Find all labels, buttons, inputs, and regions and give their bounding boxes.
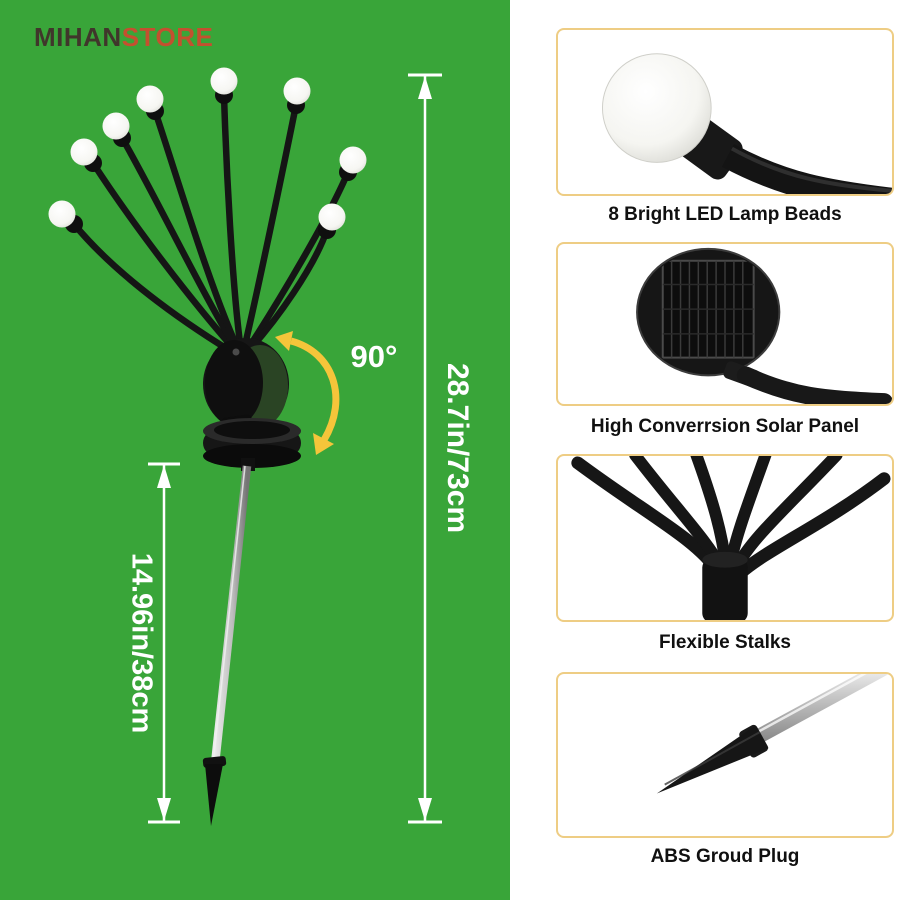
led-bulbs	[48, 67, 367, 231]
solar-panel-photo	[636, 247, 892, 404]
logo-text-secondary: STORE	[121, 22, 214, 52]
rotation-arrow	[275, 331, 340, 455]
logo-text-primary: MIHAN	[34, 22, 122, 52]
stake-height-dimension	[148, 462, 180, 824]
stake-height-label: 14.96in/38cm	[125, 553, 157, 734]
feature-caption-flexible-stalks: Flexible Stalks	[658, 632, 791, 653]
feature-card-solar-panel	[556, 242, 894, 406]
green-background-panel: MIHANSTORE	[0, 0, 510, 900]
product-illustration: 90° 28.7in/73cm 14.96in/38cm	[48, 67, 474, 826]
flexible-stalks-photo	[571, 456, 891, 620]
led-bead-photo	[601, 53, 892, 194]
feature-caption-ground-plug: ABS Groud Plug	[650, 846, 800, 867]
flexible-stalks	[70, 91, 352, 362]
feature-caption-solar-panel: High Converrsion Solar Panel	[590, 416, 860, 437]
feature-card-flexible-stalks	[556, 454, 894, 622]
solar-head	[203, 338, 301, 468]
ground-plug-photo	[656, 674, 889, 794]
rotation-label: 90°	[351, 339, 398, 374]
total-height-dimension	[408, 73, 442, 824]
feature-caption-led-beads: 8 Bright LED Lamp Beads	[608, 204, 842, 225]
feature-card-led-beads	[556, 28, 894, 196]
store-logo: MIHANSTORE	[34, 22, 213, 53]
feature-card-ground-plug	[556, 672, 894, 838]
lamp-sockets	[65, 86, 357, 239]
ground-stake	[202, 458, 255, 826]
total-height-label: 28.7in/73cm	[441, 363, 474, 533]
